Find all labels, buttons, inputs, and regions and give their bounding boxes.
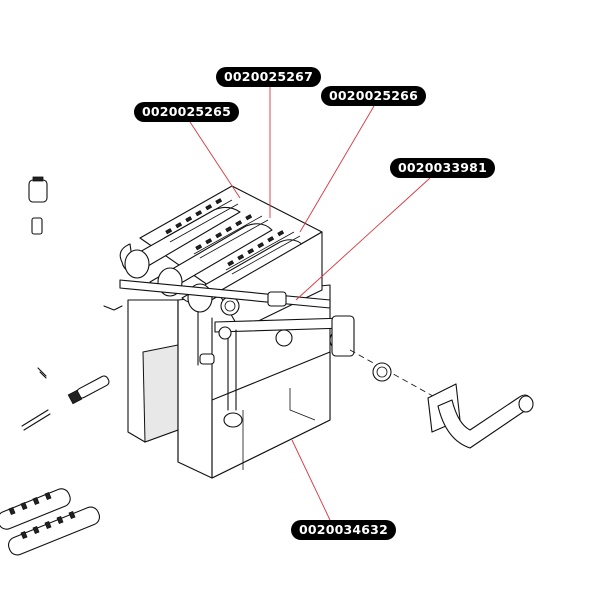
part-number-label-0020025267[interactable]: 0020025267 bbox=[216, 67, 321, 87]
heat-exchanger-body bbox=[127, 284, 331, 479]
connecting-pipe-rail bbox=[119, 279, 355, 428]
leader-lines bbox=[189, 87, 431, 521]
part-number-label-0020025265[interactable]: 0020025265 bbox=[134, 102, 239, 122]
small-parts bbox=[0, 176, 215, 556]
part-number-label-0020034632[interactable]: 0020034632 bbox=[291, 520, 396, 540]
gasket-and-explode-line bbox=[349, 349, 441, 401]
outlet-pipe bbox=[427, 383, 534, 449]
part-number-label-0020033981[interactable]: 0020033981 bbox=[390, 158, 495, 178]
part-number-label-0020025266[interactable]: 0020025266 bbox=[321, 86, 426, 106]
